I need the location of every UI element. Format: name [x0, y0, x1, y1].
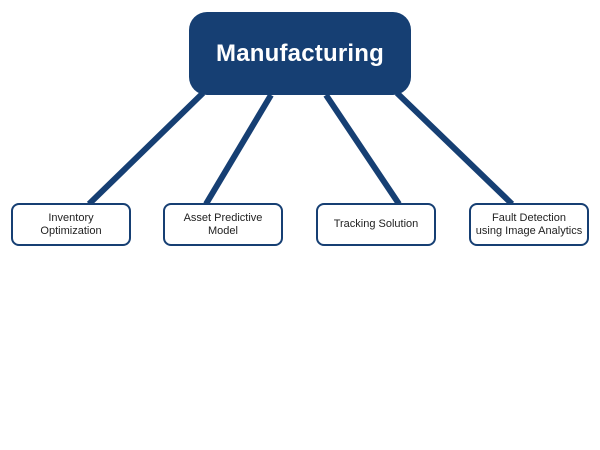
child-node-label: Inventory Optimization — [40, 211, 102, 237]
root-node-manufacturing: Manufacturing — [189, 12, 411, 95]
child-node-label: Tracking Solution — [333, 218, 419, 230]
child-node-label: Fault Detection using Image Analytics — [475, 211, 583, 237]
child-node-label: Asset Predictive Model — [183, 211, 263, 237]
child-node-asset-predictive-model: Asset Predictive Model — [163, 203, 283, 246]
child-node-tracking-solution: Tracking Solution — [316, 203, 436, 246]
connector-line-tracking — [323, 93, 402, 206]
child-node-fault-detection: Fault Detection using Image Analytics — [469, 203, 589, 246]
connector-line-inventory — [86, 90, 206, 207]
connector-line-asset — [203, 93, 274, 206]
child-node-inventory-optimization: Inventory Optimization — [11, 203, 131, 246]
root-node-label: Manufacturing — [216, 39, 384, 67]
connector-line-fault — [394, 90, 515, 207]
